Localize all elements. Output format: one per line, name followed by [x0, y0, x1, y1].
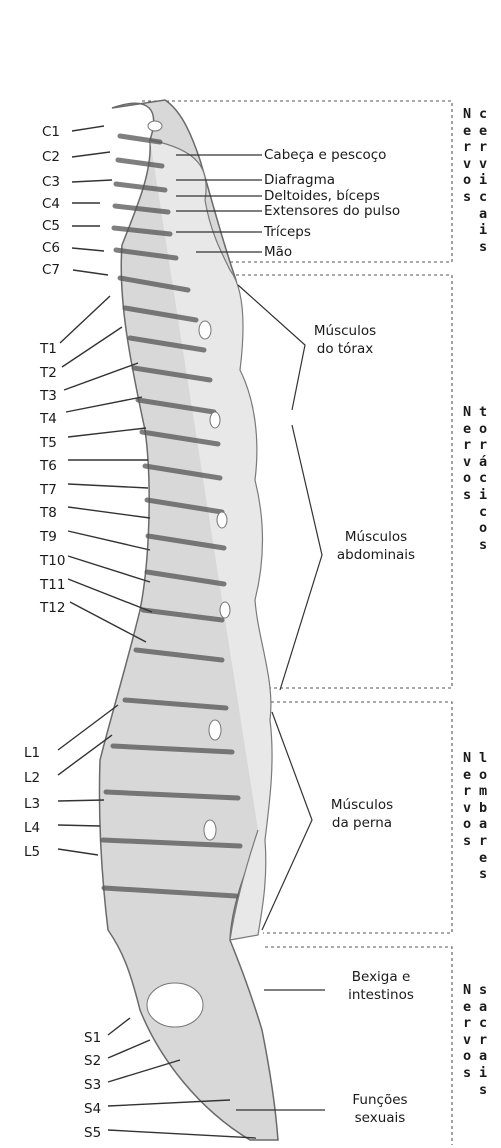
vertebra-label-t7: T7: [40, 482, 57, 498]
spine-illustration: [99, 100, 278, 1140]
vertebra-label-l1: L1: [24, 745, 40, 761]
muscle-label-leg-line2: da perna: [314, 814, 410, 832]
vertebra-label-l4: L4: [24, 820, 40, 836]
vertebra-label-c7: C7: [42, 262, 60, 278]
function-label-triceps: Tríceps: [264, 224, 311, 240]
vertebra-label-s2: S2: [84, 1053, 101, 1069]
vertebra-label-l5: L5: [24, 844, 40, 860]
vertebra-label-c4: C4: [42, 196, 60, 212]
function-label-hand: Mão: [264, 244, 292, 260]
vertebra-label-s5: S5: [84, 1125, 101, 1141]
muscle-label-thorax-line2: do tórax: [300, 340, 390, 358]
nerve-label-thoracic-col2: torácicos: [479, 404, 489, 553]
function-label-sexual-line2: sexuais: [330, 1109, 430, 1127]
function-label-diaphragm: Diafragma: [264, 172, 335, 188]
vertebra-label-c1: C1: [42, 124, 60, 140]
vertebra-label-t1: T1: [40, 341, 57, 357]
vertebra-label-t5: T5: [40, 435, 57, 451]
vertebra-label-t4: T4: [40, 411, 57, 427]
nerve-label-thoracic-col1: Nervos: [463, 404, 473, 504]
vertebra-label-s1: S1: [84, 1030, 101, 1046]
muscle-label-abdominal-line1: Músculos: [324, 528, 428, 546]
vertebra-label-c5: C5: [42, 218, 60, 234]
vertebra-label-t6: T6: [40, 458, 57, 474]
nerve-label-cervical-col1: Nervos: [463, 106, 473, 206]
vertebra-label-t10: T10: [40, 553, 65, 569]
vertebra-label-s4: S4: [84, 1101, 101, 1117]
function-label-sexual: Funções sexuais: [330, 1091, 430, 1127]
muscle-label-thorax: Músculos do tórax: [300, 322, 390, 358]
function-label-wrist-extensors: Extensores do pulso: [264, 203, 400, 219]
muscle-label-abdominal: Músculos abdominais: [324, 528, 428, 564]
vertebra-label-t12: T12: [40, 600, 65, 616]
nerve-label-cervical-col2: cervicais: [479, 106, 489, 255]
vertebra-label-l2: L2: [24, 770, 40, 786]
vertebra-label-c2: C2: [42, 149, 60, 165]
muscle-label-leg-line1: Músculos: [314, 796, 410, 814]
vertebra-label-c3: C3: [42, 174, 60, 190]
muscle-label-abdominal-line2: abdominais: [324, 546, 428, 564]
nerve-label-lumbar-col1: Nervos: [463, 750, 473, 850]
function-label-head-neck: Cabeça e pescoço: [264, 147, 386, 163]
nerve-label-sacral-col2: sacrais: [479, 982, 489, 1098]
function-label-bladder-line1: Bexiga e: [326, 968, 436, 986]
muscle-label-thorax-line1: Músculos: [300, 322, 390, 340]
vertebra-label-t2: T2: [40, 365, 57, 381]
muscle-label-leg: Músculos da perna: [314, 796, 410, 832]
vertebra-label-t3: T3: [40, 388, 57, 404]
function-label-sexual-line1: Funções: [330, 1091, 430, 1109]
nerve-label-sacral-col1: Nervos: [463, 982, 473, 1082]
function-label-bladder: Bexiga e intestinos: [326, 968, 436, 1004]
vertebra-label-s3: S3: [84, 1077, 101, 1093]
nerve-label-lumbar-col2: lombares: [479, 750, 489, 883]
vertebra-label-t9: T9: [40, 529, 57, 545]
function-label-deltoids-biceps: Deltoides, bíceps: [264, 188, 380, 204]
function-label-bladder-line2: intestinos: [326, 986, 436, 1004]
vertebra-label-l3: L3: [24, 796, 40, 812]
vertebra-label-t8: T8: [40, 505, 57, 521]
vertebra-label-c6: C6: [42, 240, 60, 256]
vertebra-label-t11: T11: [40, 577, 65, 593]
